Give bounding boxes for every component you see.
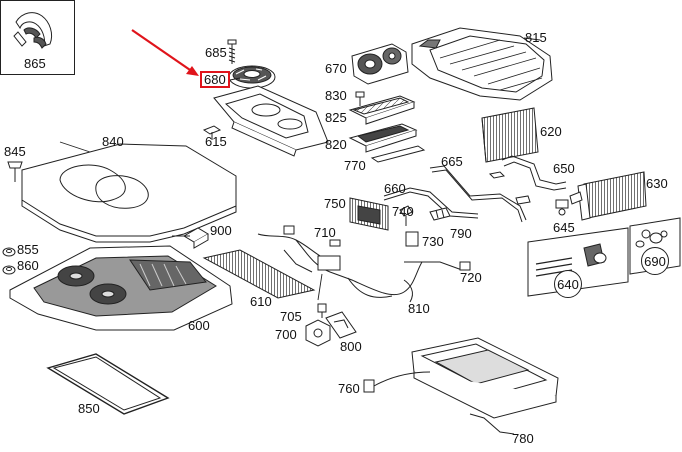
fan-680-drawing xyxy=(228,65,276,89)
part-label-740[interactable]: 740 xyxy=(392,204,414,219)
part-790-drawing xyxy=(429,207,451,221)
part-label-685[interactable]: 685 xyxy=(205,45,227,60)
part-label-825[interactable]: 825 xyxy=(325,110,347,125)
nut-icon xyxy=(2,265,16,275)
part-label-620[interactable]: 620 xyxy=(540,124,562,139)
clip-set-drawing xyxy=(13,12,53,49)
harness-drawing xyxy=(257,233,463,303)
valve-645-drawing xyxy=(555,199,569,216)
part-label-810[interactable]: 810 xyxy=(408,301,430,316)
part-label-660[interactable]: 660 xyxy=(384,181,406,196)
nut-icon xyxy=(2,247,16,257)
part-label-840[interactable]: 840 xyxy=(102,134,124,149)
part-label-630[interactable]: 630 xyxy=(646,176,668,191)
lid-840-drawing xyxy=(21,143,237,243)
tray-780-drawing xyxy=(411,337,559,435)
bracket-800-drawing xyxy=(325,311,357,339)
fan-carrier-plate xyxy=(213,85,329,157)
frame-820-drawing xyxy=(348,123,418,153)
part-label-645[interactable]: 645 xyxy=(553,220,575,235)
part-label-680[interactable]: 680 xyxy=(200,71,230,88)
part-label-820[interactable]: 820 xyxy=(325,137,347,152)
inset-box-865 xyxy=(0,0,75,75)
screw-icon xyxy=(227,39,237,64)
heat-exchanger-630-drawing xyxy=(569,171,647,221)
screw-icon xyxy=(7,161,23,182)
part-label-690[interactable]: 690 xyxy=(641,247,669,275)
part-label-760[interactable]: 760 xyxy=(338,381,360,396)
part-label-830[interactable]: 830 xyxy=(325,88,347,103)
part-label-720[interactable]: 720 xyxy=(460,270,482,285)
part-label-700[interactable]: 700 xyxy=(275,327,297,342)
screw-icon xyxy=(317,303,327,318)
component-900-drawing xyxy=(183,227,209,249)
screw-icon xyxy=(355,91,365,106)
pipes-drawing xyxy=(383,155,567,223)
part-label-615[interactable]: 615 xyxy=(205,134,227,149)
part-label-780[interactable]: 780 xyxy=(512,431,534,446)
part-label-790[interactable]: 790 xyxy=(450,226,472,241)
filter-620-drawing xyxy=(481,107,539,163)
seal-770-drawing xyxy=(370,145,426,163)
part-label-770[interactable]: 770 xyxy=(344,158,366,173)
part-label-750[interactable]: 750 xyxy=(324,196,346,211)
grommet-icon xyxy=(363,371,431,393)
base-unit-600-drawing xyxy=(9,245,233,331)
part-label-815[interactable]: 815 xyxy=(525,30,547,45)
arrow-pointer-icon xyxy=(131,29,199,76)
seal-850-drawing xyxy=(46,353,170,415)
part-label-665[interactable]: 665 xyxy=(441,154,463,169)
kit-box-640 xyxy=(527,227,629,297)
part-label-650[interactable]: 650 xyxy=(553,161,575,176)
part-label-800[interactable]: 800 xyxy=(340,339,362,354)
part-label-600[interactable]: 600 xyxy=(188,318,210,333)
panel-750-drawing xyxy=(349,197,389,231)
blower-670-drawing xyxy=(351,43,409,85)
part-label-710[interactable]: 710 xyxy=(314,225,336,240)
part-label-610[interactable]: 610 xyxy=(250,294,272,309)
part-740-drawing xyxy=(399,205,413,226)
frame-825-drawing xyxy=(348,95,416,125)
part-label-860[interactable]: 860 xyxy=(17,258,39,273)
condenser-610-drawing xyxy=(202,249,316,299)
part-label-730[interactable]: 730 xyxy=(422,234,444,249)
part-label-670[interactable]: 670 xyxy=(325,61,347,76)
part-label-845[interactable]: 845 xyxy=(4,144,26,159)
part-label-640[interactable]: 640 xyxy=(554,270,582,298)
clip-615 xyxy=(202,125,222,140)
part-label-900[interactable]: 900 xyxy=(210,223,232,238)
part-label-850[interactable]: 850 xyxy=(78,401,100,416)
part-label-705[interactable]: 705 xyxy=(280,309,302,324)
leader-lines xyxy=(59,37,541,301)
sensor-700-drawing xyxy=(305,319,331,347)
part-label-855[interactable]: 855 xyxy=(17,242,39,257)
part-label-865[interactable]: 865 xyxy=(24,56,46,71)
housing-815-drawing xyxy=(411,27,553,101)
harness-parts xyxy=(283,225,471,271)
